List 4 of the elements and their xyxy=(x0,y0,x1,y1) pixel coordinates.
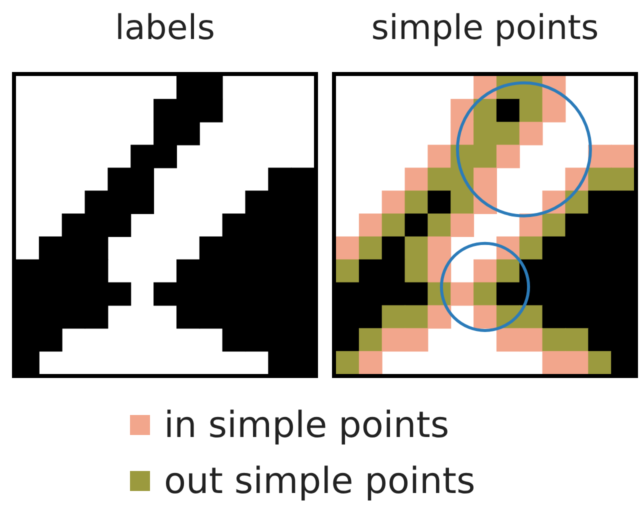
legend-label: out simple points xyxy=(164,460,476,502)
legend-label: in simple points xyxy=(164,404,450,446)
panel-heading: simple points xyxy=(370,8,600,48)
panel-heading: labels xyxy=(114,8,216,48)
